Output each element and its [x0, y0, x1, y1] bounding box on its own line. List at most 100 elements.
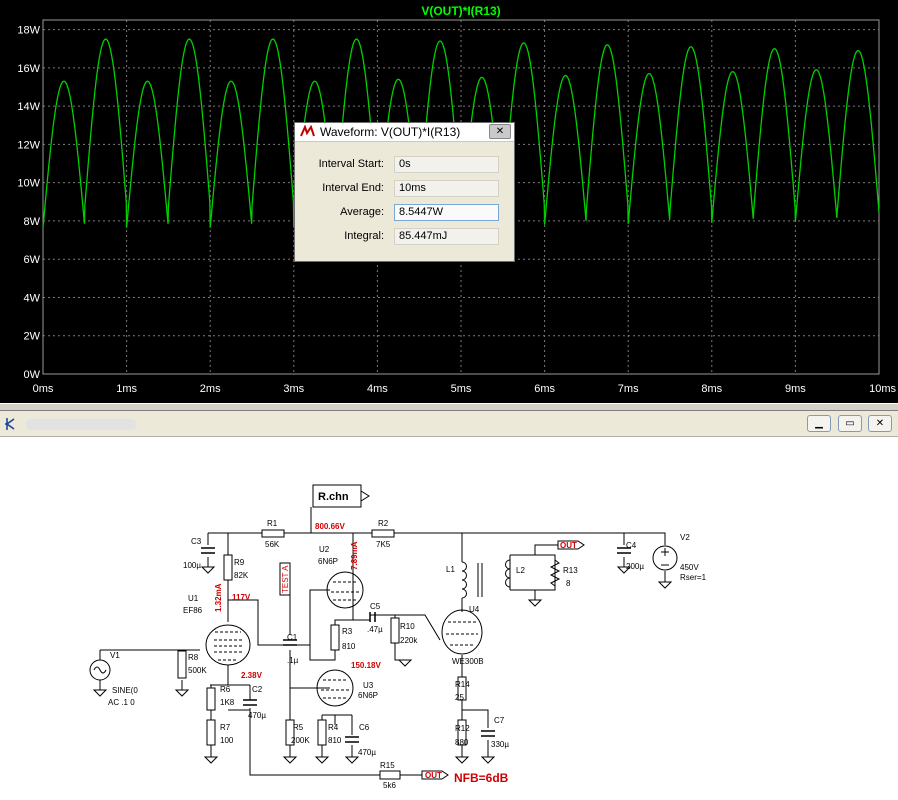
dialog-title: Waveform: V(OUT)*I(R13) [320, 125, 461, 139]
capacitor-c2[interactable] [243, 699, 257, 706]
interval-start-field[interactable]: 0s [394, 156, 499, 173]
r6-value: 1K8 [220, 698, 235, 707]
pane-splitter[interactable] [0, 403, 898, 411]
c2-value: 470µ [248, 711, 266, 720]
trace-label[interactable]: V(OUT)*I(R13) [421, 4, 500, 18]
interval-end-label: Interval End: [322, 182, 384, 194]
annotation-v-800: 800.66V [315, 522, 345, 531]
out-label-top-text: OUT [560, 541, 577, 550]
resistor-r13[interactable] [549, 559, 561, 587]
r8-value: 500K [188, 666, 207, 675]
v2-name: V2 [680, 533, 690, 542]
schematic-titlebar[interactable]: ▁ ▭ ✕ [0, 411, 898, 437]
inductor-l1[interactable] [461, 561, 467, 599]
integral-field[interactable]: 85.447mJ [394, 228, 499, 245]
dialog-titlebar[interactable]: Waveform: V(OUT)*I(R13) ✕ [295, 123, 514, 142]
r12-name: R12 [455, 724, 470, 733]
annotation-v-150: 150.18V [351, 661, 381, 670]
annotation-v-238: 2.38V [241, 671, 263, 680]
resistor-r2[interactable] [371, 529, 395, 538]
capacitor-c1[interactable] [283, 639, 297, 646]
r7-name: R7 [220, 723, 231, 732]
resistor-r12[interactable] [457, 719, 467, 746]
y-tick-label: 2W [24, 331, 41, 343]
y-tick-label: 8W [24, 216, 41, 228]
resistor-r8[interactable] [177, 650, 187, 679]
r12-value: 880 [455, 738, 469, 747]
capacitor-c6[interactable] [345, 736, 359, 743]
x-tick-label: 4ms [367, 383, 388, 395]
resistor-r4[interactable] [317, 719, 327, 746]
resistor-r15[interactable] [379, 770, 401, 780]
interval-start-label: Interval Start: [318, 158, 384, 170]
x-tick-label: 9ms [785, 383, 806, 395]
y-tick-label: 18W [17, 25, 40, 37]
dialog-close-button[interactable]: ✕ [489, 124, 511, 139]
interval-start-row: Interval Start: 0s [295, 155, 514, 175]
y-tick-label: 10W [17, 178, 40, 190]
c5-name: C5 [370, 602, 381, 611]
c7-name: C7 [494, 716, 505, 725]
r9-name: R9 [234, 558, 245, 567]
c6-name: C6 [359, 723, 370, 732]
average-field[interactable]: 8.5447W [394, 204, 499, 221]
annotation-i-789: 7.89mA [350, 541, 359, 570]
nfb-label: NFB=6dB [454, 771, 509, 785]
r5-value: 200K [291, 736, 310, 745]
c3-value: 100µ [183, 561, 201, 570]
out-label-bottom-text: OUT [425, 771, 442, 780]
x-tick-label: 8ms [701, 383, 722, 395]
interval-end-row: Interval End: 10ms [295, 179, 514, 199]
capacitor-c4[interactable] [617, 547, 631, 554]
out-net-label-top[interactable]: OUT [557, 540, 585, 550]
resistor-r1[interactable] [261, 529, 285, 538]
capacitor-c3[interactable] [201, 547, 215, 554]
tube-u4[interactable] [441, 609, 483, 655]
y-tick-label: 12W [17, 139, 40, 151]
resistor-r5[interactable] [285, 719, 295, 746]
schematic-window[interactable]: ▁ ▭ ✕ [0, 411, 898, 800]
x-tick-label: 2ms [200, 383, 221, 395]
out-net-label-bottom[interactable]: OUT [421, 770, 449, 780]
minimize-button[interactable]: ▁ [807, 415, 831, 432]
c1-name: C1 [287, 633, 298, 642]
rchn-label-text: R.chn [318, 491, 349, 503]
r1-name: R1 [267, 519, 278, 528]
voltage-source-v2[interactable] [652, 545, 678, 571]
inductor-l2[interactable] [505, 559, 511, 588]
y-tick-label: 6W [24, 254, 41, 266]
resistor-r10[interactable] [390, 617, 400, 644]
close-button[interactable]: ✕ [868, 415, 892, 432]
resistor-r3[interactable] [330, 624, 340, 651]
u1-name: U1 [188, 594, 199, 603]
resistor-r6[interactable] [206, 687, 216, 711]
plot-frame [42, 19, 880, 375]
x-tick-label: 1ms [116, 383, 137, 395]
rchn-label[interactable]: R.chn [312, 484, 370, 508]
r5-name: R5 [293, 723, 304, 732]
tube-u1[interactable] [205, 624, 251, 666]
resistor-r9[interactable] [223, 554, 233, 581]
interval-end-field[interactable]: 10ms [394, 180, 499, 197]
u3-value: 6N6P [358, 691, 378, 700]
r13-name: R13 [563, 566, 578, 575]
waveform-stats-dialog[interactable]: Waveform: V(OUT)*I(R13) ✕ Interval Start… [294, 122, 515, 262]
r10-value: 220k [400, 636, 418, 645]
u3-name: U3 [363, 681, 374, 690]
l1-name: L1 [446, 565, 455, 574]
capacitor-c5[interactable] [369, 612, 376, 622]
tube-u2[interactable] [326, 571, 364, 609]
capacitor-c7[interactable] [481, 730, 495, 737]
resistor-r7[interactable] [206, 719, 216, 746]
tube-u3[interactable] [316, 669, 354, 707]
y-tick-label: 4W [24, 292, 41, 304]
c2-name: C2 [252, 685, 263, 694]
schematic-canvas[interactable]: R.chn OUT OUT TEST A NFB=6dB 800.66V 7.8… [0, 437, 898, 800]
restore-button[interactable]: ▭ [838, 415, 862, 432]
c5-value: .47µ [367, 625, 383, 634]
resistor-r14[interactable] [457, 676, 467, 701]
test-a-label[interactable]: TEST A [279, 562, 291, 596]
